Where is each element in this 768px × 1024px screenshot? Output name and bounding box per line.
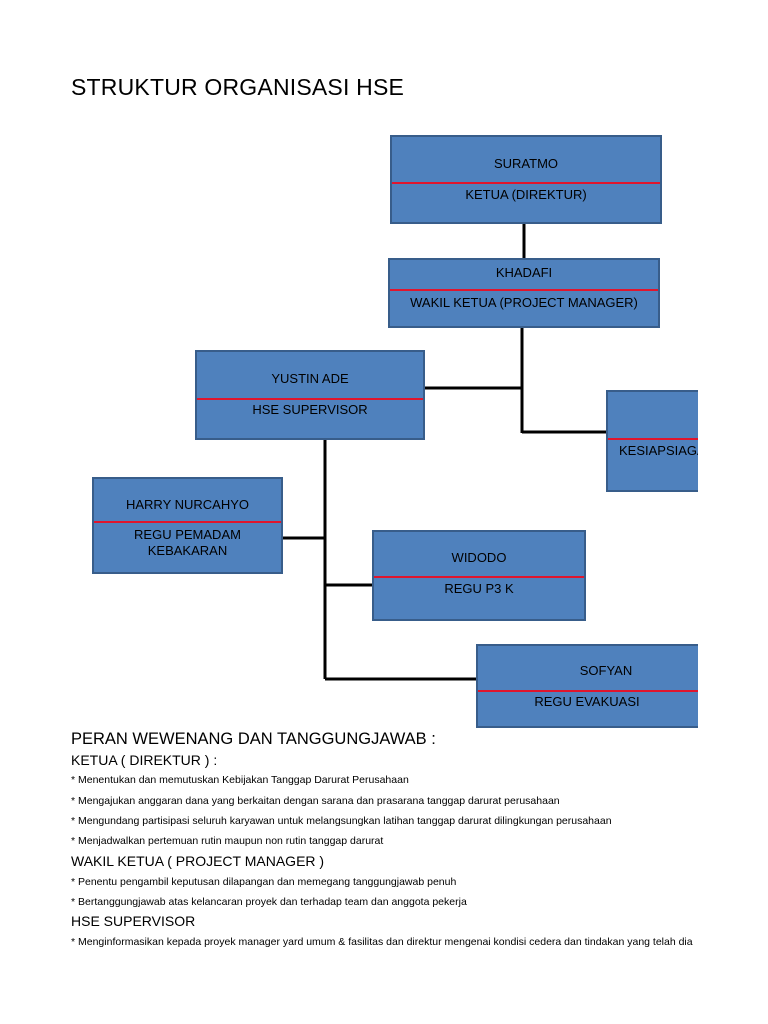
page-title: STRUKTUR ORGANISASI HSE [71, 74, 405, 100]
hse-supervisor-role: HSE SUPERVISOR [252, 402, 368, 417]
kesiapsiagaan-role: KESIAPSIAGA [619, 443, 706, 458]
hse-supervisor-separator [197, 398, 423, 400]
wakil-ketua-duty-1: * Penentu pengambil keputusan dilapangan… [71, 876, 457, 888]
wakil-ketua-name: KHADAFI [495, 265, 553, 280]
org-box-regu-pemadam: HARRY NURCAHYO REGU PEMADAM KEBAKARAN [92, 477, 283, 574]
ketua-role: KETUA (DIREKTUR) [465, 187, 587, 202]
regu-p3k-name: WIDODO [451, 550, 507, 565]
org-box-regu-p3k: WIDODO REGU P3 K [372, 530, 586, 621]
regu-evakuasi-name: SOFYAN [579, 663, 633, 678]
wakil-ketua-role: WAKIL KETUA (PROJECT MANAGER) [410, 295, 638, 310]
org-box-ketua: SURATMO KETUA (DIREKTUR) [390, 135, 662, 224]
regu-p3k-separator [374, 576, 584, 578]
wakil-ketua-separator [390, 289, 658, 291]
roles-heading: PERAN WEWENANG DAN TANGGUNGJAWAB : [71, 730, 436, 748]
ketua-duty-1: * Menentukan dan memutuskan Kebijakan Ta… [71, 774, 409, 786]
regu-evakuasi-separator [478, 690, 734, 692]
org-box-regu-evakuasi: SOFYAN REGU EVAKUASI [476, 644, 736, 728]
wakil-ketua-duty-2: * Bertanggungjawab atas kelancaran proye… [71, 896, 467, 908]
ketua-duty-3: * Mengundang partisipasi seluruh karyawa… [71, 815, 612, 827]
right-edge-mask [698, 0, 768, 1024]
regu-pemadam-role: REGU PEMADAM KEBAKARAN [134, 527, 241, 558]
ketua-separator [392, 182, 660, 184]
ketua-name: SURATMO [493, 156, 559, 171]
regu-evakuasi-role: REGU EVAKUASI [534, 694, 640, 709]
ketua-duty-4: * Menjadwalkan pertemuan rutin maupun no… [71, 835, 384, 847]
regu-p3k-role: REGU P3 K [444, 581, 514, 596]
org-box-hse-supervisor: YUSTIN ADE HSE SUPERVISOR [195, 350, 425, 440]
regu-pemadam-name: HARRY NURCAHYO [125, 497, 250, 512]
org-box-wakil-ketua: KHADAFI WAKIL KETUA (PROJECT MANAGER) [388, 258, 660, 328]
ketua-duty-2: * Mengajukan anggaran dana yang berkaita… [71, 795, 560, 807]
hse-supervisor-section-title: HSE SUPERVISOR [71, 913, 196, 929]
hse-supervisor-name: YUSTIN ADE [271, 371, 349, 386]
wakil-ketua-section-title: WAKIL KETUA ( PROJECT MANAGER ) [71, 853, 325, 869]
regu-pemadam-separator [94, 521, 281, 523]
hse-supervisor-duty-1: * Menginformasikan kepada proyek manager… [71, 936, 693, 948]
ketua-section-title: KETUA ( DIREKTUR ) : [71, 752, 218, 768]
kesiapsiagaan-separator [608, 438, 734, 440]
